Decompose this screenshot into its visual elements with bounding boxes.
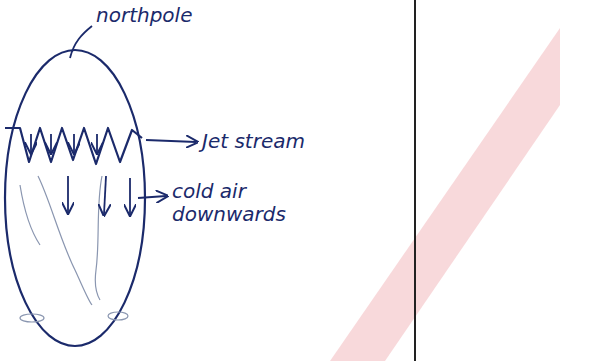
jet-stream-wave [5,128,142,164]
cold-air-arrows [31,134,130,214]
page-border [414,0,416,361]
continent-outline [20,176,128,322]
globe-outline [5,50,145,346]
watermark [330,28,560,361]
pole-label: northpole [96,4,192,27]
note-label: cold air downwards [172,180,286,226]
leader-line [70,26,196,198]
jet-stream-label: Jet stream [202,130,305,153]
